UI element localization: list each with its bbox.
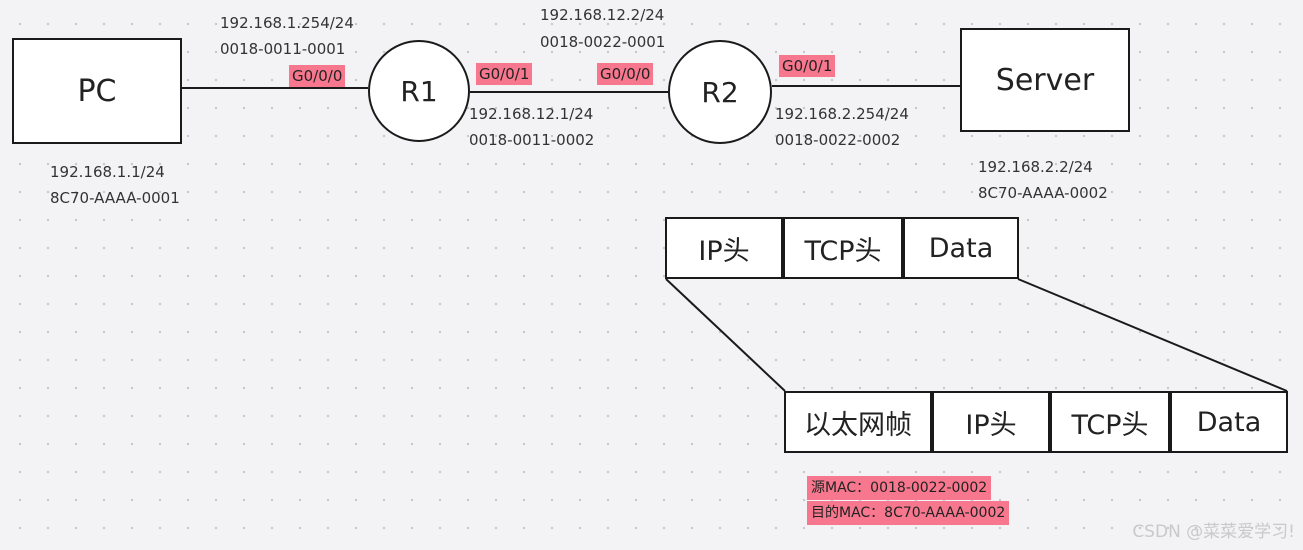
server-mac: 8C70-AAAA-0002 [978, 184, 1108, 202]
pc-ip: 192.168.1.1/24 [50, 163, 165, 181]
r2-g000-mac: 0018-0022-0001 [540, 33, 666, 51]
r1-g001-ip: 192.168.12.1/24 [469, 105, 594, 123]
r1-label: R1 [400, 74, 438, 108]
pc-mac: 8C70-AAAA-0001 [50, 189, 180, 207]
expand-line-right [1017, 278, 1288, 392]
router-r1: R1 [368, 40, 470, 142]
frame-tcp-header: TCP头 [1050, 391, 1170, 453]
r1-g001-tag: G0/0/1 [476, 63, 533, 85]
r2-g001-ip: 192.168.2.254/24 [775, 105, 909, 123]
frame-dst-mac: 目的MAC：8C70-AAAA-0002 [807, 501, 1010, 525]
server-label: Server [995, 62, 1095, 98]
r2-g001-tag: G0/0/1 [779, 55, 836, 77]
packet-tcp-header: TCP头 [783, 217, 903, 279]
frame-ethernet-header: 以太网帧 [784, 391, 932, 453]
r1-g000-mac: 0018-0011-0001 [220, 40, 346, 58]
r1-g000-tag: G0/0/0 [289, 65, 346, 87]
packet-ip-header: IP头 [665, 217, 783, 279]
pc-device: PC [12, 38, 182, 144]
router-r2: R2 [668, 40, 772, 144]
r1-g000-ip: 192.168.1.254/24 [220, 14, 354, 32]
server-device: Server [960, 28, 1130, 132]
packet-data: Data [903, 217, 1019, 279]
r2-g000-ip: 192.168.12.2/24 [540, 6, 665, 24]
expand-line-left [665, 278, 786, 392]
r2-g001-mac: 0018-0022-0002 [775, 131, 901, 149]
r1-g001-mac: 0018-0011-0002 [469, 131, 595, 149]
frame-data: Data [1170, 391, 1288, 453]
r2-g000-tag: G0/0/0 [597, 63, 654, 85]
watermark: CSDN @菜菜爱学习! [1132, 522, 1295, 542]
frame-ip-header: IP头 [932, 391, 1050, 453]
pc-label: PC [77, 73, 117, 109]
r2-label: R2 [701, 75, 739, 109]
server-ip: 192.168.2.2/24 [978, 158, 1093, 176]
frame-src-mac: 源MAC：0018-0022-0002 [807, 476, 992, 500]
